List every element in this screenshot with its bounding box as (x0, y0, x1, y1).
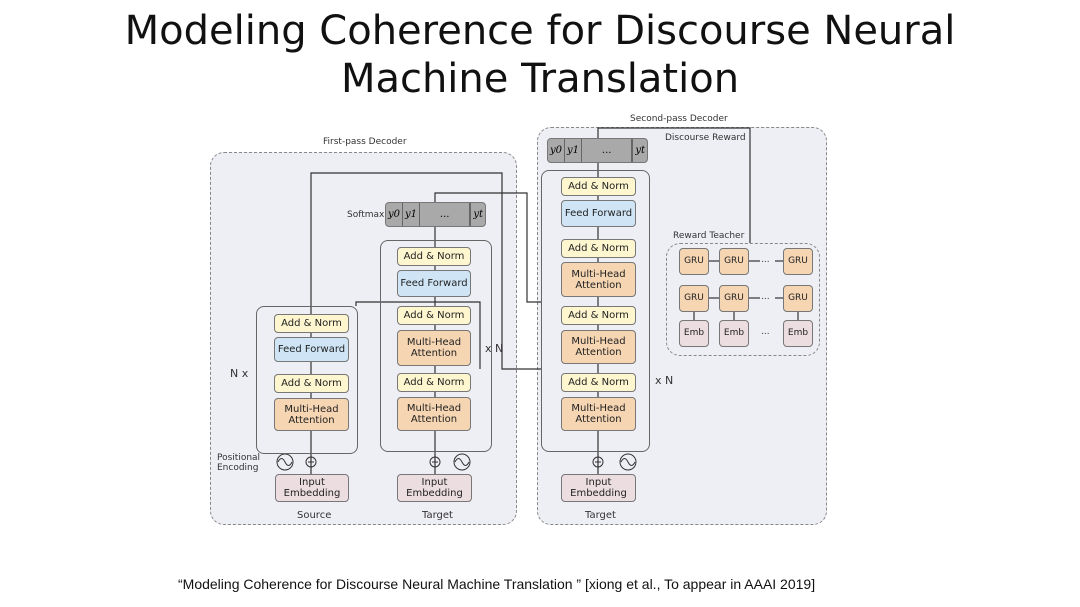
citation: “Modeling Coherence for Discourse Neural… (178, 576, 816, 592)
add-norm-box: Add & Norm (561, 306, 636, 325)
feed-forward-box: Feed Forward (397, 270, 471, 297)
multi-head-attention-box: Multi-Head Attention (397, 397, 471, 431)
decoder-block (380, 240, 492, 452)
gru-box: GRU (719, 248, 749, 275)
sine-icon (619, 453, 637, 471)
multi-head-attention-box: Multi-Head Attention (274, 398, 349, 431)
multi-head-attention-box: Multi-Head Attention (561, 397, 636, 431)
add-norm-box: Add & Norm (397, 306, 471, 325)
output-dots: ... (582, 139, 633, 162)
emb-box: Emb (719, 320, 749, 347)
gru-box: GRU (783, 248, 813, 275)
output-yt: yt (470, 203, 485, 226)
gru-box: GRU (679, 248, 709, 275)
plus-icon (429, 456, 441, 468)
output-dots: ... (420, 203, 471, 226)
emb-box: Emb (679, 320, 709, 347)
add-norm-box: Add & Norm (561, 239, 636, 258)
multi-head-attention-box: Multi-Head Attention (397, 330, 471, 366)
input-embedding-box: Input Embedding (397, 474, 472, 502)
gru-box: GRU (783, 285, 813, 312)
output-y0: y0 (548, 139, 566, 162)
add-norm-box: Add & Norm (274, 314, 349, 333)
source-label: Source (297, 510, 332, 521)
add-norm-box: Add & Norm (397, 373, 471, 392)
gru-box: GRU (679, 285, 709, 312)
encoder-block (256, 306, 358, 454)
feed-forward-box: Feed Forward (561, 200, 636, 227)
sine-icon (276, 453, 294, 471)
plus-icon (305, 456, 317, 468)
output-y0: y0 (386, 203, 404, 226)
n-x-label: N x (230, 367, 249, 380)
slide-title-line1: Modeling Coherence for Discourse Neural (124, 8, 956, 54)
first-pass-label: First-pass Decoder (323, 137, 407, 147)
add-norm-box: Add & Norm (561, 177, 636, 196)
sine-icon (453, 453, 471, 471)
softmax-label: Softmax (347, 210, 385, 220)
slide-title-line2: Machine Translation (340, 56, 740, 102)
multi-head-attention-box: Multi-Head Attention (561, 330, 636, 364)
add-norm-box: Add & Norm (274, 374, 349, 393)
positional-encoding-label: Positional Encoding (217, 453, 261, 473)
add-norm-box: Add & Norm (561, 373, 636, 392)
reward-teacher-label: Reward Teacher (673, 231, 745, 241)
input-embedding-box: Input Embedding (275, 474, 349, 502)
emb-box: Emb (783, 320, 813, 347)
ellipsis: ... (761, 327, 770, 337)
plus-icon (592, 456, 604, 468)
second-decoder-block (541, 170, 650, 452)
output-y1: y1 (565, 139, 583, 162)
x-n-label: x N (485, 342, 504, 355)
output-y1: y1 (403, 203, 421, 226)
multi-head-attention-box: Multi-Head Attention (561, 262, 636, 297)
second-pass-label: Second-pass Decoder (630, 114, 728, 124)
output-yt: yt (632, 139, 647, 162)
target-label: Target (585, 510, 616, 521)
target-label: Target (422, 510, 453, 521)
ellipsis: ... (761, 255, 770, 265)
x-n-label: x N (655, 374, 674, 387)
gru-box: GRU (719, 285, 749, 312)
feed-forward-box: Feed Forward (274, 337, 349, 362)
input-embedding-box: Input Embedding (561, 474, 636, 502)
discourse-reward-label: Discourse Reward (665, 133, 746, 143)
add-norm-box: Add & Norm (397, 247, 471, 266)
ellipsis: ... (761, 292, 770, 302)
